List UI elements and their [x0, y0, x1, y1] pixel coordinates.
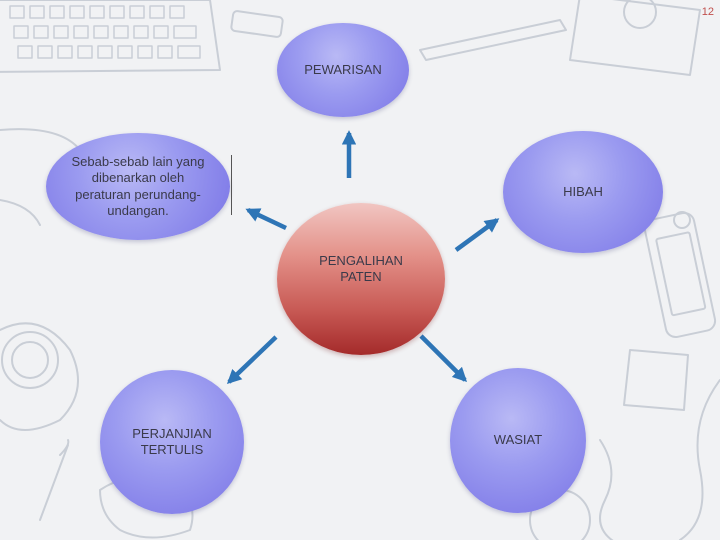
node-pengalihan-paten-label: PENGALIHAN PATEN — [319, 253, 403, 285]
node-pewarisan: PEWARISAN — [277, 23, 409, 117]
node-hibah-label: HIBAH — [563, 183, 603, 199]
phone-icon — [643, 211, 717, 339]
coffee-cup-icon — [1, 331, 59, 389]
slide-number: 12 — [701, 6, 714, 18]
node-wasiat-label: WASIAT — [493, 432, 543, 448]
node-sebab-lain: Sebab-sebab lain yang dibenarkan oleh pe… — [46, 133, 232, 240]
usb-icon — [230, 10, 284, 38]
node-pengalihan-paten: PENGALIHAN PATEN — [277, 203, 445, 355]
node-hibah: HIBAH — [503, 131, 663, 253]
node-pewarisan-label: PEWARISAN — [304, 61, 382, 77]
spoon-icon — [39, 439, 70, 521]
node-wasiat: WASIAT — [450, 368, 586, 513]
pen-icon — [419, 19, 567, 61]
lamp-icon — [0, 128, 81, 226]
keyboard-icon — [0, 0, 221, 73]
sticky-note-icon — [623, 349, 689, 411]
node-perjanjian-tertulis: PERJANJIAN TERTULIS — [100, 370, 244, 514]
node-sebab-lain-label: Sebab-sebab lain yang dibenarkan oleh pe… — [71, 154, 205, 218]
node-perjanjian-tertulis-label: PERJANJIAN TERTULIS — [132, 425, 212, 457]
headphones-icon — [599, 379, 720, 540]
notebook-icon — [569, 0, 701, 76]
